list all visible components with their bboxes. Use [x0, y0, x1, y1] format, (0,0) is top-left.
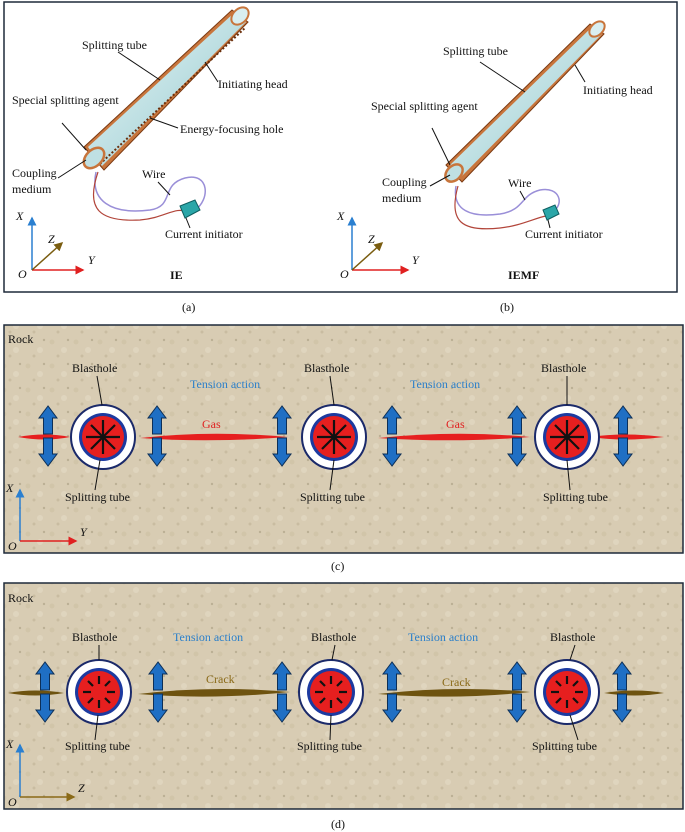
- c-blasthole-label-3: Blasthole: [541, 361, 586, 375]
- c-axis-o: O: [8, 539, 17, 553]
- d-blasthole-2: [298, 659, 364, 725]
- d-axis-o: O: [8, 795, 17, 809]
- b-initiating-head-label: Initiating head: [583, 83, 653, 97]
- b-wire-label: Wire: [508, 176, 532, 190]
- a-initiating-head-label: Initiating head: [218, 77, 288, 91]
- d-rock-label: Rock: [8, 591, 33, 605]
- a-current-initiator-label: Current initiator: [165, 227, 243, 241]
- c-splitting-label-3: Splitting tube: [543, 490, 608, 504]
- c-gas-label-2: Gas: [446, 417, 465, 431]
- d-axis-z: Z: [78, 781, 85, 795]
- c-blasthole-label-2: Blasthole: [304, 361, 349, 375]
- d-splitting-label-1: Splitting tube: [65, 739, 130, 753]
- d-labels: Blasthole Blasthole Blasthole Splitting …: [65, 630, 597, 753]
- panel-a-tube: [82, 6, 250, 221]
- c-axis-x: X: [5, 481, 14, 495]
- c-splitting-label-2: Splitting tube: [300, 490, 365, 504]
- c-blasthole-1: [70, 404, 136, 470]
- d-crack-label-1: Crack: [206, 672, 235, 686]
- d-tension-label-2: Tension action: [408, 630, 478, 644]
- caption-d: (d): [331, 817, 345, 831]
- c-gas-streaks: [18, 433, 664, 441]
- d-tension-label-1: Tension action: [173, 630, 243, 644]
- d-axes: X Z O: [5, 737, 85, 809]
- a-energy-hole-label: Energy-focusing hole: [180, 122, 283, 136]
- c-blasthole-2: [301, 404, 367, 470]
- a-axis-x: X: [15, 209, 24, 223]
- d-blasthole-label-3: Blasthole: [550, 630, 595, 644]
- panel-b-axes: X Z Y O: [336, 209, 420, 281]
- a-splitting-tube-label: Splitting tube: [82, 38, 147, 52]
- d-splitting-label-3: Splitting tube: [532, 739, 597, 753]
- c-gas-label-1: Gas: [202, 417, 221, 431]
- panel-b-tube: [444, 20, 606, 230]
- c-labels: Blasthole Blasthole Blasthole Splitting …: [65, 361, 608, 504]
- a-special-agent-label: Special splitting agent: [12, 93, 119, 107]
- a-tag: IE: [170, 268, 183, 282]
- c-splitting-label-1: Splitting tube: [65, 490, 130, 504]
- c-blasthole-label-1: Blasthole: [72, 361, 117, 375]
- panel-a-axes: X Z Y O: [15, 209, 96, 281]
- b-splitting-tube-label: Splitting tube: [443, 44, 508, 58]
- a-coupling-label-2: medium: [12, 182, 52, 196]
- b-axis-z: Z: [368, 232, 375, 246]
- a-axis-z: Z: [48, 232, 55, 246]
- caption-c: (c): [331, 559, 344, 573]
- d-blasthole-label-2: Blasthole: [311, 630, 356, 644]
- caption-b: (b): [500, 300, 514, 314]
- d-blasthole-label-1: Blasthole: [72, 630, 117, 644]
- a-wire-label: Wire: [142, 167, 166, 181]
- c-axes: X Y O: [5, 481, 88, 553]
- b-axis-x: X: [336, 209, 345, 223]
- b-current-initiator-label: Current initiator: [525, 227, 603, 241]
- b-axis-o: O: [340, 267, 349, 281]
- a-axis-y: Y: [88, 253, 96, 267]
- b-coupling-label-1: Coupling: [382, 175, 427, 189]
- caption-a: (a): [182, 300, 195, 314]
- c-blasthole-3: [534, 404, 600, 470]
- d-crack-label-2: Crack: [442, 675, 471, 689]
- panel-b-labels: Splitting tube Initiating head Special s…: [371, 44, 653, 241]
- c-axis-y: Y: [80, 525, 88, 539]
- a-axis-o: O: [18, 267, 27, 281]
- c-tension-label-1: Tension action: [190, 377, 260, 391]
- d-splitting-label-2: Splitting tube: [297, 739, 362, 753]
- a-coupling-label-1: Coupling: [12, 166, 57, 180]
- c-rock-label: Rock: [8, 332, 33, 346]
- b-special-agent-label: Special splitting agent: [371, 99, 478, 113]
- c-tension-label-2: Tension action: [410, 377, 480, 391]
- b-coupling-label-2: medium: [382, 191, 422, 205]
- d-axis-x: X: [5, 737, 14, 751]
- d-blasthole-3: [534, 659, 600, 725]
- d-blasthole-1: [66, 659, 132, 725]
- b-tag: IEMF: [508, 268, 539, 282]
- b-axis-y: Y: [412, 253, 420, 267]
- panel-a-labels: Splitting tube Initiating head Special s…: [12, 38, 288, 241]
